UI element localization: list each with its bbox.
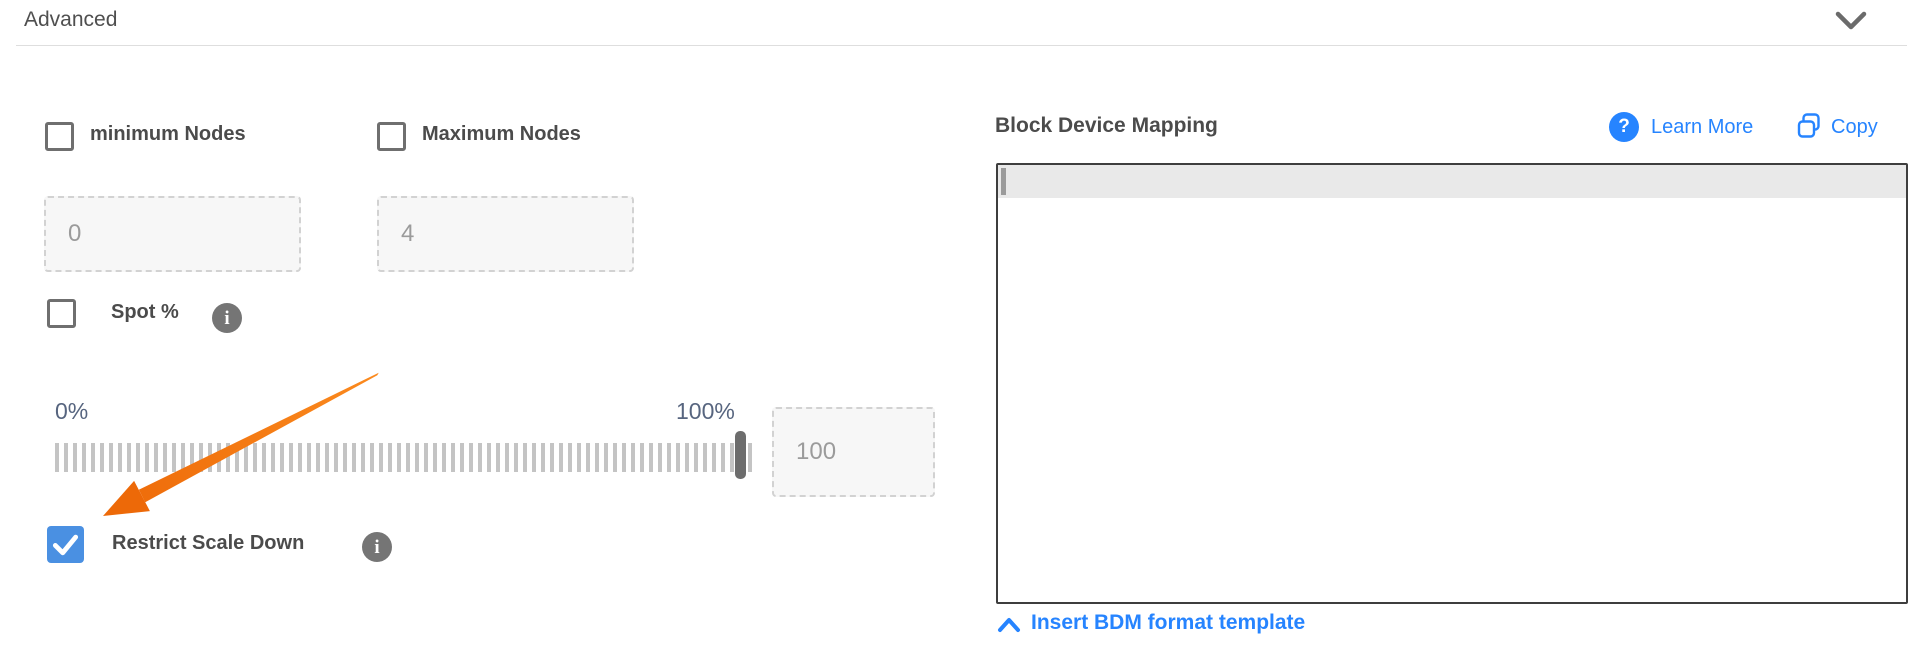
maximum-nodes-input[interactable] <box>377 196 634 272</box>
spot-percent-checkbox[interactable] <box>47 299 76 328</box>
restrict-scale-down-label: Restrict Scale Down <box>112 532 305 554</box>
spot-percent-slider-handle[interactable] <box>735 431 746 479</box>
maximum-nodes-label: Maximum Nodes <box>422 123 581 145</box>
bdm-title: Block Device Mapping <box>995 114 1218 137</box>
check-icon <box>52 534 79 556</box>
section-title: Advanced <box>24 8 118 31</box>
spot-percent-label: Spot % <box>111 301 179 323</box>
bdm-code-editor[interactable] <box>996 163 1908 604</box>
insert-bdm-template-link[interactable]: Insert BDM format template <box>1031 611 1306 634</box>
slider-max-label: 100% <box>676 398 735 424</box>
spot-percent-info-icon[interactable]: i <box>212 303 242 333</box>
minimum-nodes-label: minimum Nodes <box>90 123 246 145</box>
slider-min-label: 0% <box>55 398 89 424</box>
restrict-scale-down-checkbox[interactable] <box>47 526 84 563</box>
spot-percent-value-input[interactable] <box>772 407 935 497</box>
maximum-nodes-checkbox[interactable] <box>377 122 406 151</box>
editor-cursor <box>1001 168 1006 195</box>
restrict-scale-down-info-icon[interactable]: i <box>362 532 392 562</box>
chevron-up-icon[interactable] <box>997 617 1021 633</box>
copy-icon[interactable] <box>1796 112 1822 140</box>
minimum-nodes-checkbox[interactable] <box>45 122 74 151</box>
section-divider <box>16 45 1907 46</box>
help-icon[interactable]: ? <box>1609 112 1639 142</box>
learn-more-link[interactable]: Learn More <box>1651 116 1754 138</box>
chevron-down-icon[interactable] <box>1835 11 1867 33</box>
editor-active-line <box>998 165 1906 198</box>
spot-percent-slider-track[interactable] <box>55 443 752 472</box>
copy-link[interactable]: Copy <box>1831 116 1878 138</box>
minimum-nodes-input[interactable] <box>44 196 301 272</box>
